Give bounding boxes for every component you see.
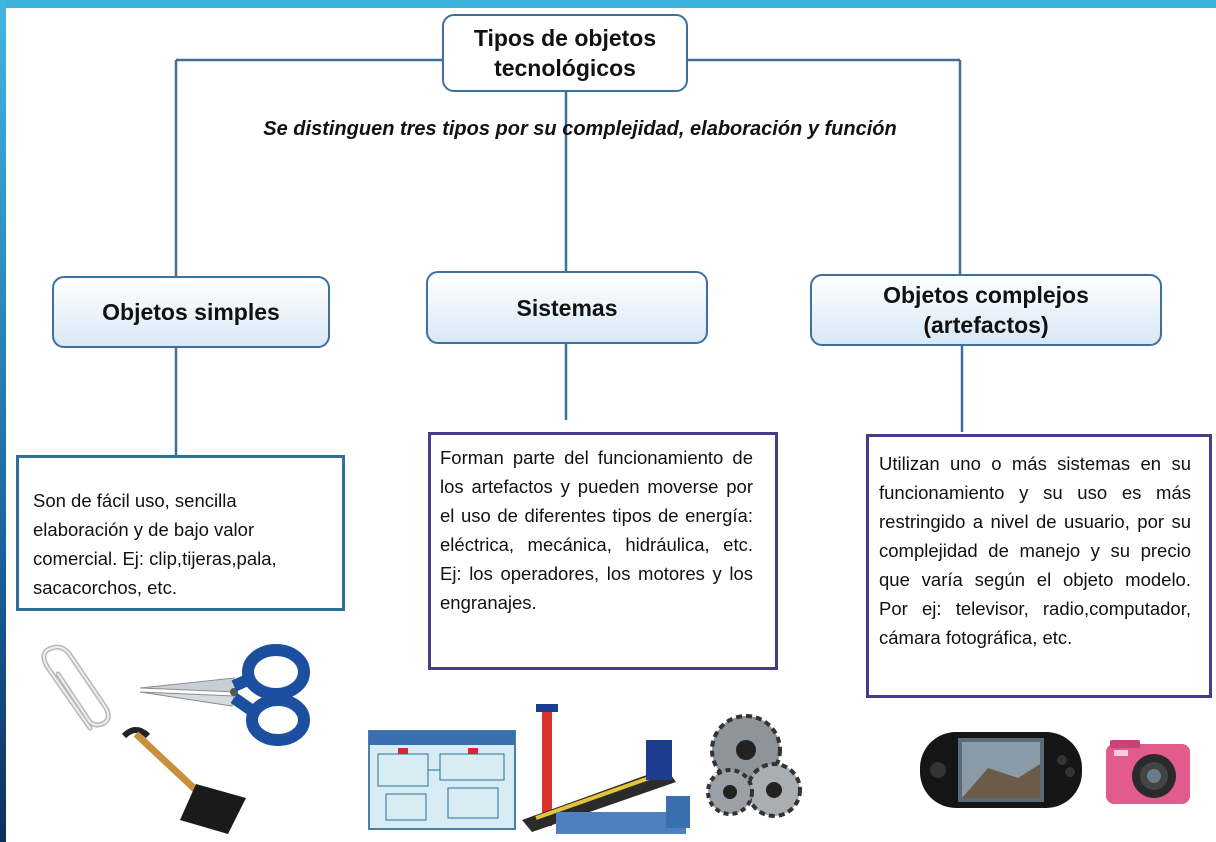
- category-label-simple: Objetos simples: [102, 299, 280, 325]
- description-systems: Forman parte del funcionamiento de los a…: [440, 447, 753, 613]
- category-box-simple: Objetos simples: [52, 276, 330, 348]
- gears-icon: [706, 714, 802, 818]
- shovel-icon: [121, 727, 246, 834]
- root-title: Tipos de objetos tecnológicos: [473, 25, 657, 81]
- description-box-simple: Son de fácil uso, sencilla elaboración y…: [16, 455, 345, 611]
- description-simple: Son de fácil uso, sencilla elaboración y…: [33, 490, 277, 598]
- paperclip-icon: [41, 644, 111, 731]
- camera-icon: [1106, 740, 1190, 804]
- description-complex: Utilizan uno o más sistemas en su funcio…: [879, 453, 1191, 648]
- scissors-icon: [139, 644, 310, 746]
- control-panel-icon: [368, 730, 516, 830]
- description-box-complex: Utilizan uno o más sistemas en su funcio…: [866, 434, 1212, 698]
- subtitle: Se distinguen tres tipos por su compleji…: [263, 118, 897, 140]
- category-label-systems: Sistemas: [516, 294, 618, 321]
- left-accent-bar: [0, 0, 6, 842]
- category-box-complex: Objetos complejos (artefactos): [810, 274, 1162, 346]
- root-title-box: Tipos de objetos tecnológicos: [442, 14, 688, 92]
- description-box-systems: Forman parte del funcionamiento de los a…: [428, 432, 778, 670]
- handheld-console-icon: [920, 732, 1082, 808]
- category-label-complex: Objetos complejos (artefactos): [883, 282, 1089, 338]
- crane-model-icon: [522, 704, 690, 834]
- top-accent-bar: [0, 0, 1216, 8]
- category-box-systems: Sistemas: [426, 271, 708, 344]
